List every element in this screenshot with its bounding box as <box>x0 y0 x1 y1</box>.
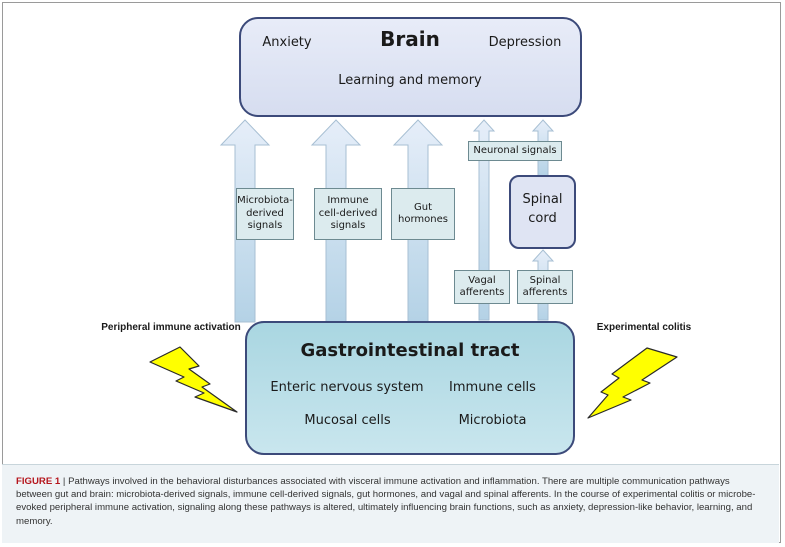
anxiety-label: Anxiety <box>262 35 312 50</box>
caption-label: FIGURE 1 <box>16 476 61 487</box>
immune-signals-box: Immune cell-derived signals <box>314 188 382 240</box>
gi-title: Gastrointestinal tract <box>300 340 520 361</box>
caption-area: FIGURE 1 | Pathways involved in the beha… <box>2 464 779 543</box>
spinal-afferents-box: Spinal afferents <box>517 270 573 304</box>
peripheral-immune-activation-label: Peripheral immune activation <box>101 322 241 333</box>
brain-title: Brain <box>380 27 440 51</box>
gi-item-mucosal-cells: Mucosal cells <box>304 413 391 428</box>
figure-caption: FIGURE 1 | Pathways involved in the beha… <box>16 476 756 527</box>
right-lightning-icon <box>587 347 678 419</box>
gi-item-enteric: Enteric nervous system <box>270 380 424 395</box>
gi-tract-box <box>245 321 575 455</box>
depression-label: Depression <box>488 35 562 50</box>
caption-text: Pathways involved in the behavioral dist… <box>16 476 756 527</box>
gut-hormones-box: Gut hormones <box>391 188 455 240</box>
spinal-cord-box <box>509 175 576 249</box>
vagal-afferents-box: Vagal afferents <box>454 270 510 304</box>
experimental-colitis-label: Experimental colitis <box>596 322 692 333</box>
left-lightning-icon <box>149 346 238 413</box>
learning-memory-label: Learning and memory <box>338 73 482 88</box>
gi-item-immune-cells: Immune cells <box>449 380 536 395</box>
microbiota-signals-box: Microbiota- derived signals <box>236 188 294 240</box>
spinal-cord-label: Spinal cord <box>522 192 563 226</box>
brain-box <box>239 17 582 117</box>
gi-item-microbiota: Microbiota <box>458 413 527 428</box>
neuronal-signals-box: Neuronal signals <box>468 141 562 161</box>
